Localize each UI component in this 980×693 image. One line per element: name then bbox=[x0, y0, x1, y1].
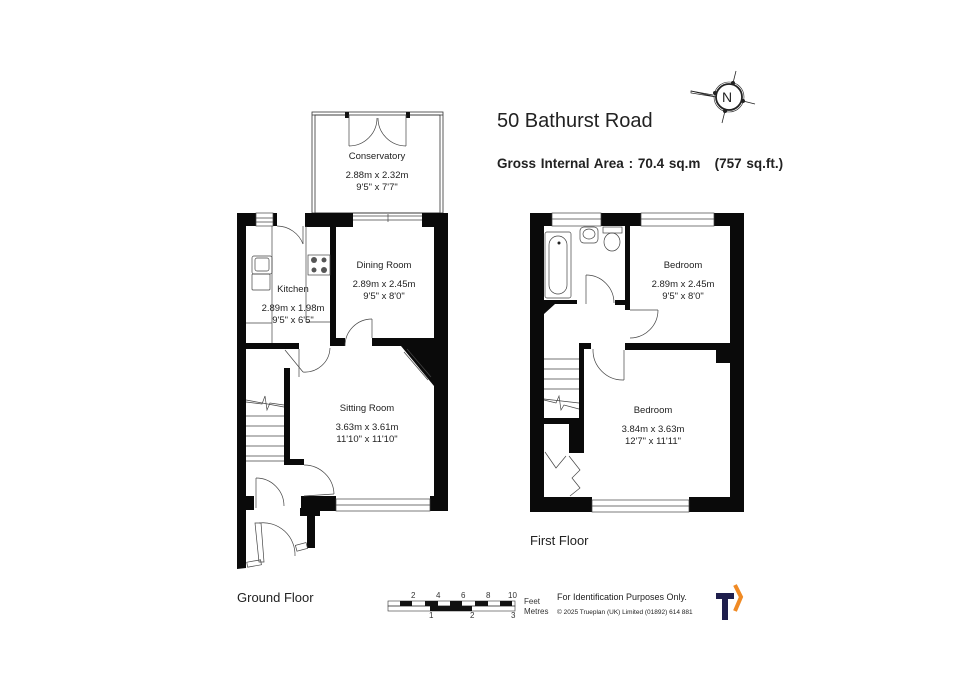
hob-icon bbox=[311, 257, 327, 273]
room-label-conservatory: Conservatory 2.88m x 2.32m 9'5" x 7'7" bbox=[345, 151, 409, 193]
conservatory-french-doors bbox=[348, 115, 407, 147]
scale-bar bbox=[387, 600, 516, 612]
gia-sqm: 70.4 sq.m bbox=[637, 156, 701, 171]
copyright-notice: © 2025 Trueplan (UK) Limited (01892) 614… bbox=[557, 609, 693, 616]
scale-metres-label: Metres bbox=[524, 607, 549, 616]
room-label-sitting-room: Sitting Room 3.63m x 3.61m 11'10" x 11'1… bbox=[335, 403, 399, 445]
ground-floor-plan bbox=[237, 111, 448, 569]
kitchen-fittings bbox=[245, 212, 432, 568]
gia-label: Gross Internal Area bbox=[497, 156, 624, 171]
scale-feet-tick: 2 bbox=[411, 591, 416, 600]
scale-feet-label: Feet bbox=[524, 597, 541, 606]
gia-separator: : bbox=[628, 156, 634, 171]
room-label-bedroom-main: Bedroom 3.84m x 3.63m 12'7" x 11'11" bbox=[621, 405, 685, 447]
ground-floor-label: Ground Floor bbox=[237, 590, 314, 605]
scale-metre-tick: 1 bbox=[429, 611, 434, 620]
scale-feet-tick: 8 bbox=[486, 591, 491, 600]
scale-metre-tick: 2 bbox=[470, 611, 475, 620]
compass-north-letter: N bbox=[722, 89, 733, 105]
first-floor-walls bbox=[530, 213, 744, 512]
scale-feet-tick: 10 bbox=[508, 591, 517, 600]
room-label-dining-room: Dining Room 2.89m x 2.45m 9'5" x 8'0" bbox=[352, 260, 416, 302]
first-floor-label: First Floor bbox=[530, 533, 589, 548]
gia-sqft: (757 sq.ft.) bbox=[714, 156, 784, 171]
north-compass-icon bbox=[690, 70, 756, 124]
first-floor-fittings bbox=[543, 212, 715, 513]
room-label-bedroom-small: Bedroom 2.89m x 2.45m 9'5" x 8'0" bbox=[651, 260, 715, 302]
ground-floor-walls bbox=[237, 213, 448, 569]
room-label-kitchen: Kitchen 2.89m x 1.98m 9'5" x 6'5" bbox=[261, 284, 325, 326]
first-floor-plan bbox=[530, 212, 744, 513]
trueplan-logo-icon bbox=[716, 584, 744, 620]
scale-metre-tick: 3 bbox=[511, 611, 516, 620]
gross-internal-area: Gross Internal Area : 70.4 sq.m (757 sq.… bbox=[497, 156, 783, 171]
identification-disclaimer: For Identification Purposes Only. bbox=[557, 592, 687, 602]
property-address-title: 50 Bathurst Road bbox=[497, 110, 653, 132]
scale-feet-tick: 4 bbox=[436, 591, 441, 600]
conservatory-walls bbox=[311, 111, 444, 214]
scale-feet-tick: 6 bbox=[461, 591, 466, 600]
